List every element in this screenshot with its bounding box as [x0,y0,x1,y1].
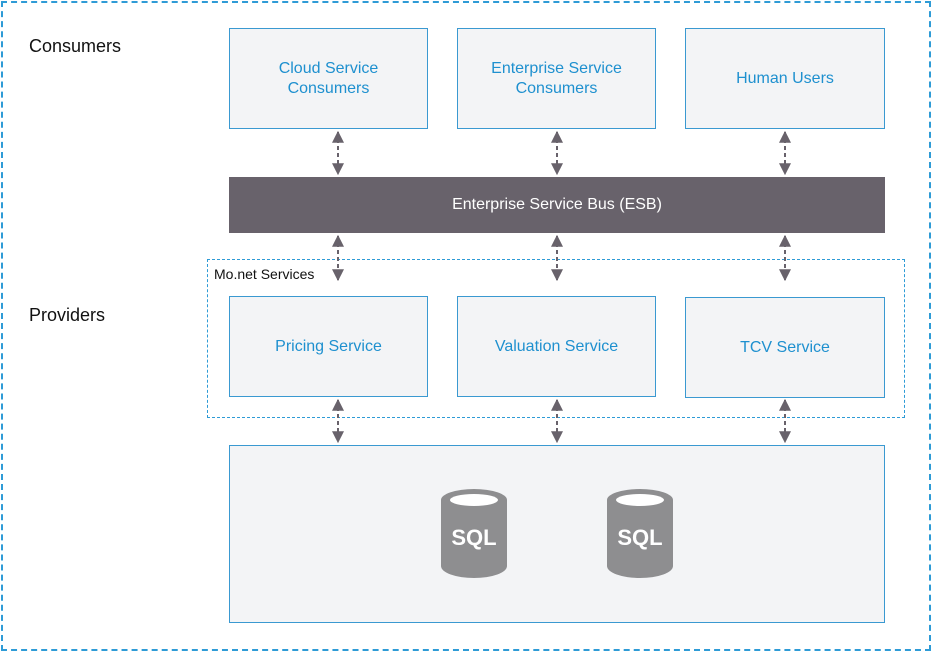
consumers-label: Consumers [29,36,122,56]
consumer-box-cloud-service[interactable]: Cloud Service Consumers [229,28,428,129]
consumer-box-label: Cloud Service Consumers [278,59,379,97]
service-box-label: Pricing Service [275,337,382,355]
sql-database-icon: SQL [441,489,507,578]
consumer-box-enterprise-service[interactable]: Enterprise Service Consumers [457,28,656,129]
consumer-box-label: Human Users [736,69,834,87]
database-panel [229,445,885,623]
service-box-tcv[interactable]: TCV Service [685,297,885,398]
service-box-valuation[interactable]: Valuation Service [457,296,656,397]
sql-database-label: SQL [617,525,662,550]
providers-label: Providers [29,305,106,325]
consumer-box-label: Enterprise Service Consumers [491,59,622,97]
service-box-label: TCV Service [740,338,830,356]
service-box-label: Valuation Service [494,337,619,355]
service-box-pricing[interactable]: Pricing Service [229,296,428,397]
sql-database-icon: SQL [607,489,673,578]
esb-bar[interactable]: Enterprise Service Bus (ESB) [229,177,885,233]
esb-label: Enterprise Service Bus (ESB) [452,196,662,213]
sql-database-label: SQL [451,525,496,550]
consumer-box-human-users[interactable]: Human Users [685,28,885,129]
services-group-label: Mo.net Services [214,266,315,282]
